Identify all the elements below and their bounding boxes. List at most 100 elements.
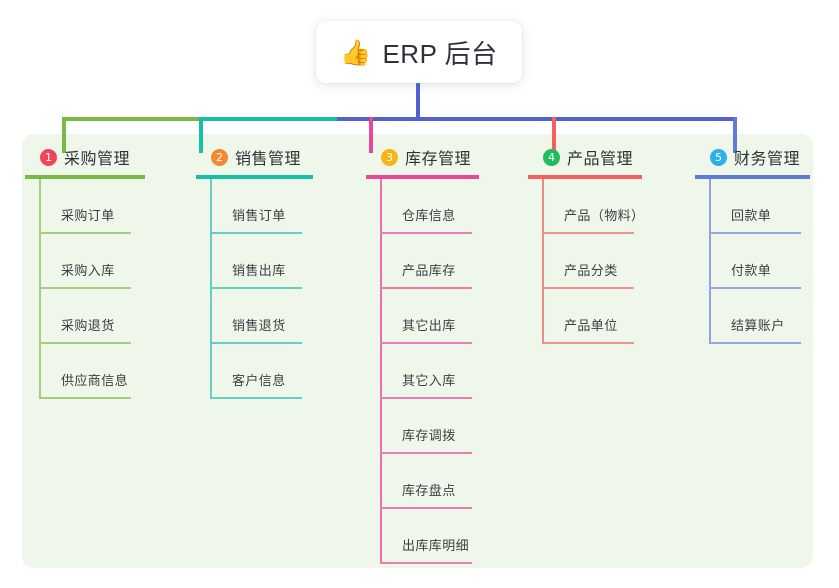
leaf-label: 采购订单 bbox=[61, 208, 115, 223]
column-header-purchase[interactable]: 1 采购管理 bbox=[25, 146, 145, 168]
leaf-label: 其它入库 bbox=[402, 373, 456, 388]
leaf-label: 客户信息 bbox=[232, 373, 286, 388]
leaf-list-inventory: 仓库信息产品库存其它出库其它入库库存调拨库存盘点出库库明细 bbox=[380, 179, 479, 564]
leaf-rule bbox=[39, 287, 131, 289]
leaf-list-product: 产品（物料） 产品分类产品单位 bbox=[542, 179, 645, 344]
leaf-rule bbox=[709, 232, 801, 234]
drop-sales bbox=[199, 117, 203, 153]
leaf-item[interactable]: 结算账户 bbox=[709, 289, 810, 344]
leaf-rule bbox=[542, 232, 634, 234]
thumbs-up-icon: 👍 bbox=[340, 38, 372, 67]
leaf-item[interactable]: 供应商信息 bbox=[39, 344, 145, 399]
column-header-inventory[interactable]: 3 库存管理 bbox=[366, 146, 479, 168]
leaf-label: 库存调拨 bbox=[402, 428, 456, 443]
leaf-label: 采购入库 bbox=[61, 263, 115, 278]
column-badge-inventory: 3 bbox=[381, 148, 398, 166]
leaf-rule bbox=[39, 232, 131, 234]
column-rule-product bbox=[528, 175, 642, 179]
leaf-item[interactable]: 产品库存 bbox=[380, 234, 479, 289]
column-badge-product: 4 bbox=[543, 148, 560, 166]
leaf-rule bbox=[210, 287, 302, 289]
column-header-sales[interactable]: 2 销售管理 bbox=[196, 146, 313, 168]
leaf-item[interactable]: 销售订单 bbox=[210, 179, 313, 234]
diagram-panel bbox=[22, 134, 813, 568]
drop-purchase bbox=[62, 117, 66, 153]
root-node-card[interactable]: 👍 ERP 后台 bbox=[316, 21, 522, 83]
leaf-label: 产品分类 bbox=[564, 263, 618, 278]
leaf-item[interactable]: 销售出库 bbox=[210, 234, 313, 289]
leaf-label: 出库库明细 bbox=[402, 538, 470, 553]
column-rule-sales bbox=[196, 175, 313, 179]
leaf-item[interactable]: 库存调拨 bbox=[380, 399, 479, 454]
leaf-rule bbox=[380, 562, 472, 564]
leaf-item[interactable]: 采购入库 bbox=[39, 234, 145, 289]
leaf-label: 销售出库 bbox=[232, 263, 286, 278]
leaf-list-finance: 回款单付款单结算账户 bbox=[709, 179, 810, 344]
leaf-item[interactable]: 采购退货 bbox=[39, 289, 145, 344]
leaf-rule bbox=[210, 342, 302, 344]
trunk-connector bbox=[416, 83, 420, 120]
leaf-item[interactable]: 客户信息 bbox=[210, 344, 313, 399]
leaf-item[interactable]: 采购订单 bbox=[39, 179, 145, 234]
column-sales: 2 销售管理销售订单销售出库销售退货客户信息 bbox=[196, 146, 313, 399]
column-title-product: 产品管理 bbox=[567, 151, 634, 168]
column-title-finance: 财务管理 bbox=[734, 151, 801, 168]
leaf-rule bbox=[380, 507, 472, 509]
root-title: ERP 后台 bbox=[382, 38, 498, 69]
column-header-product[interactable]: 4 产品管理 bbox=[528, 146, 642, 168]
column-rule-inventory bbox=[366, 175, 479, 179]
leaf-item[interactable]: 产品单位 bbox=[542, 289, 642, 344]
leaf-item[interactable]: 库存盘点 bbox=[380, 454, 479, 509]
leaf-list-purchase: 采购订单采购入库采购退货供应商信息 bbox=[39, 179, 145, 399]
leaf-label: 其它出库 bbox=[402, 318, 456, 333]
leaf-item[interactable]: 仓库信息 bbox=[380, 179, 479, 234]
column-badge-finance: 5 bbox=[710, 148, 727, 166]
leaf-label: 回款单 bbox=[731, 208, 772, 223]
spine-product bbox=[542, 179, 544, 344]
column-purchase: 1 采购管理采购订单采购入库采购退货供应商信息 bbox=[25, 146, 145, 399]
leaf-rule bbox=[542, 342, 634, 344]
leaf-label: 产品单位 bbox=[564, 318, 618, 333]
spine-purchase bbox=[39, 179, 41, 399]
leaf-rule bbox=[380, 232, 472, 234]
leaf-label: 采购退货 bbox=[61, 318, 115, 333]
leaf-item[interactable]: 付款单 bbox=[709, 234, 810, 289]
leaf-rule bbox=[709, 287, 801, 289]
leaf-rule bbox=[39, 342, 131, 344]
column-finance: 5 财务管理回款单付款单结算账户 bbox=[695, 146, 810, 344]
column-header-finance[interactable]: 5 财务管理 bbox=[695, 146, 810, 168]
leaf-rule bbox=[210, 397, 302, 399]
column-title-purchase: 采购管理 bbox=[64, 151, 131, 168]
leaf-rule bbox=[39, 397, 131, 399]
leaf-item[interactable]: 其它入库 bbox=[380, 344, 479, 399]
column-badge-sales: 2 bbox=[211, 148, 228, 166]
leaf-label: 销售订单 bbox=[232, 208, 286, 223]
leaf-item[interactable]: 其它出库 bbox=[380, 289, 479, 344]
leaf-label: 产品（物料） bbox=[564, 208, 645, 223]
leaf-item[interactable]: 产品（物料） bbox=[542, 179, 645, 234]
leaf-item[interactable]: 产品分类 bbox=[542, 234, 642, 289]
leaf-item[interactable]: 销售退货 bbox=[210, 289, 313, 344]
leaf-rule bbox=[542, 287, 634, 289]
leaf-rule bbox=[709, 342, 801, 344]
leaf-label: 仓库信息 bbox=[402, 208, 456, 223]
column-title-sales: 销售管理 bbox=[235, 151, 302, 168]
leaf-label: 库存盘点 bbox=[402, 483, 456, 498]
drop-finance bbox=[733, 117, 737, 153]
column-rule-finance bbox=[695, 175, 810, 179]
leaf-item[interactable]: 出库库明细 bbox=[380, 509, 479, 564]
leaf-rule bbox=[380, 342, 472, 344]
leaf-item[interactable]: 回款单 bbox=[709, 179, 810, 234]
leaf-label: 供应商信息 bbox=[61, 373, 129, 388]
column-badge-purchase: 1 bbox=[40, 148, 57, 166]
leaf-rule bbox=[380, 397, 472, 399]
column-inventory: 3 库存管理仓库信息产品库存其它出库其它入库库存调拨库存盘点出库库明细 bbox=[366, 146, 479, 564]
drop-product bbox=[552, 117, 556, 153]
spine-sales bbox=[210, 179, 212, 399]
column-title-inventory: 库存管理 bbox=[405, 151, 472, 168]
spine-finance bbox=[709, 179, 711, 344]
leaf-label: 销售退货 bbox=[232, 318, 286, 333]
leaf-rule bbox=[210, 232, 302, 234]
leaf-rule bbox=[380, 452, 472, 454]
